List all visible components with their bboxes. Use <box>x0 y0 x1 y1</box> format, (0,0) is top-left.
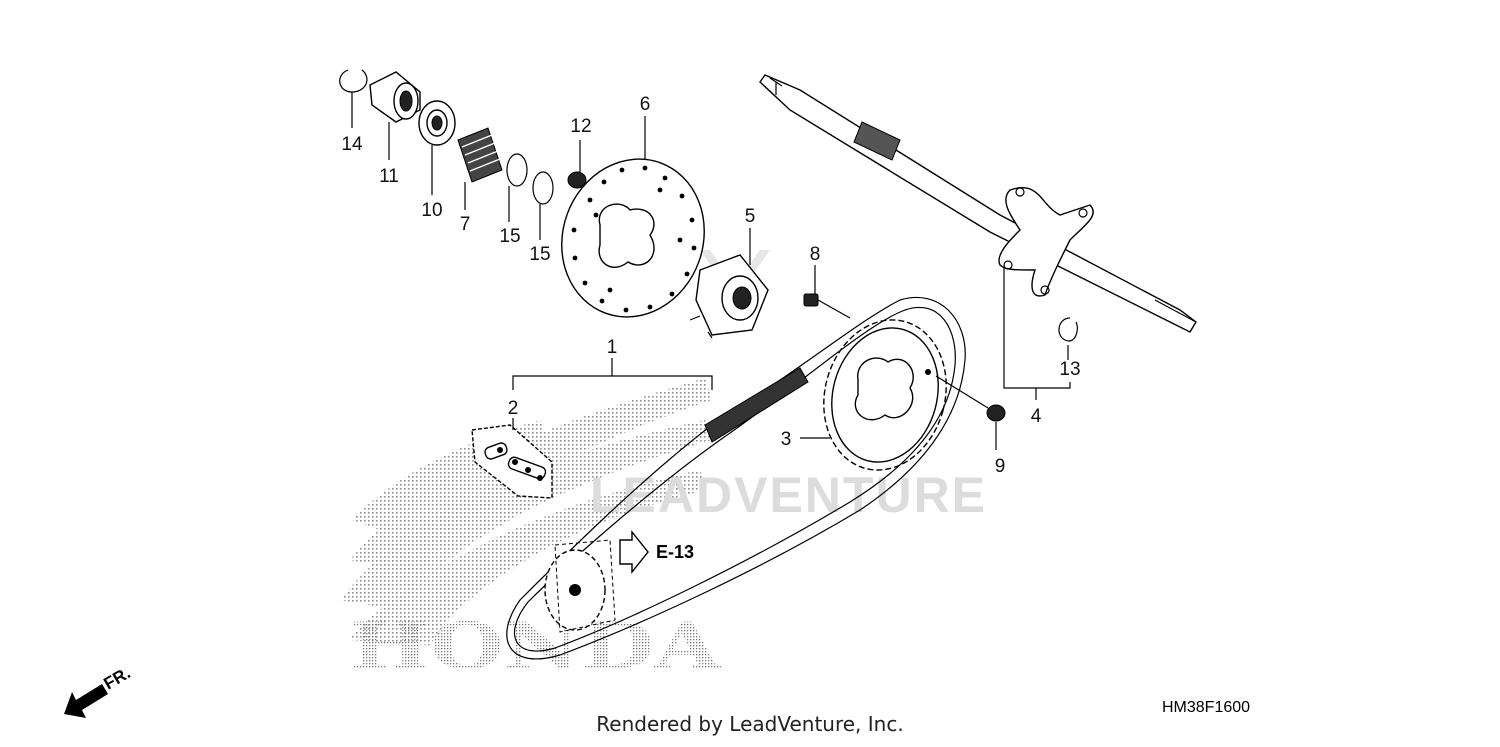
part-12-nut <box>567 171 587 189</box>
svg-text:LEADVENTURE: LEADVENTURE <box>590 467 987 523</box>
callout-5: 5 <box>745 206 756 227</box>
part-2-master-link <box>471 424 553 499</box>
part-7-threaded-collar <box>457 127 503 183</box>
callout-9: 9 <box>995 456 1006 477</box>
front-direction-label: FR. <box>101 663 134 693</box>
leader-lines <box>351 92 1071 450</box>
part-4-rear-axle <box>759 74 1197 333</box>
diagram-code: HM38F1600 <box>1162 699 1250 716</box>
part-3-driven-sprocket <box>823 319 947 471</box>
callout-4: 4 <box>1031 406 1042 427</box>
callout-10: 10 <box>421 200 442 221</box>
part-13-circlip <box>1058 317 1078 342</box>
part-10-nut <box>418 100 456 146</box>
callout-labels: 1 2 3 4 5 6 7 8 9 10 11 12 13 14 15 15 <box>341 94 1080 477</box>
callout-8: 8 <box>810 244 821 265</box>
front-direction-arrow: FR. <box>64 663 134 718</box>
part-15-o-ring-a <box>506 153 528 187</box>
part-6-brake-disc <box>561 158 705 318</box>
rendered-by-credit: Rendered by LeadVenture, Inc. <box>596 712 904 736</box>
callout-13: 13 <box>1059 359 1080 380</box>
part-9-nut <box>935 375 1006 422</box>
svg-text:E-13: E-13 <box>656 542 694 562</box>
part-8-bolt <box>803 293 851 319</box>
part-11-lock-nut <box>369 71 421 123</box>
callout-14: 14 <box>341 134 363 155</box>
callout-12: 12 <box>570 116 591 137</box>
leadventure-watermark: LEADVENTURE <box>590 250 987 523</box>
callout-2: 2 <box>508 398 519 419</box>
svg-text:HONDA: HONDA <box>350 609 722 684</box>
callout-3: 3 <box>781 429 792 450</box>
reference-arrow-e13: E-13 <box>619 530 694 574</box>
part-5-hub <box>689 254 769 339</box>
part-1-drive-chain <box>506 296 966 660</box>
drive-sprocket <box>544 539 616 633</box>
honda-logo-text: HONDA <box>350 609 722 684</box>
callout-15b: 15 <box>529 244 550 265</box>
part-15-o-ring-b <box>532 171 554 205</box>
part-14-circlip <box>339 69 368 93</box>
callout-6: 6 <box>640 94 651 115</box>
callout-7: 7 <box>460 214 471 235</box>
callout-11: 11 <box>379 166 399 187</box>
callout-15a: 15 <box>499 226 520 247</box>
callout-1: 1 <box>607 337 618 358</box>
